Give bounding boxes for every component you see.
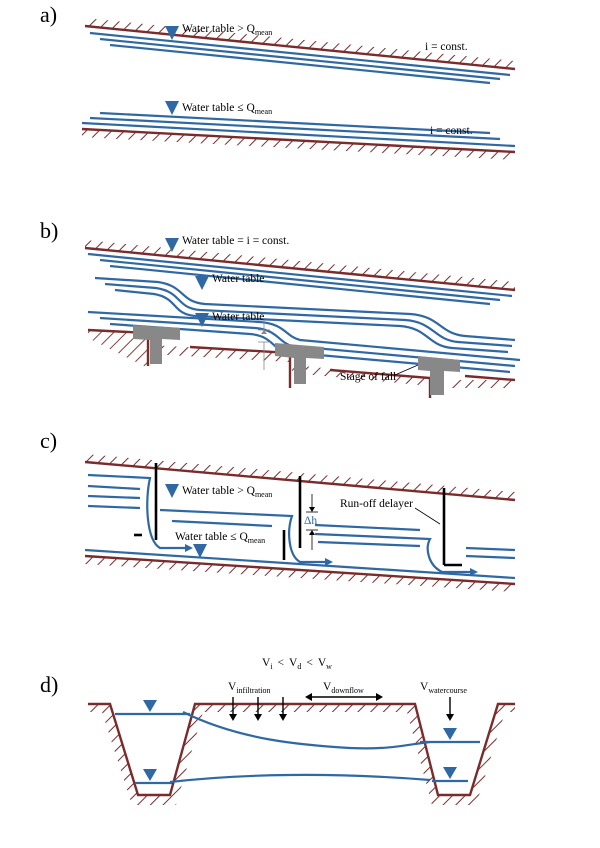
water-level-marker-icon [165,26,179,40]
panel-b-top-water [87,252,513,306]
panel-d-downflow-arrow [305,693,383,701]
panel-label-a: a) [40,2,57,27]
panel-b-stage-label: Stage of fall [340,371,396,383]
water-level-marker-icon [195,276,209,290]
panel-d-ground [88,702,515,805]
panel-d-infiltration-arrows [229,697,287,721]
panel-c-delta-h: Δh [304,515,317,527]
panel-d: d) Vi<Vd<Vw [40,657,515,805]
panel-c: c) [40,428,516,592]
water-level-marker-icon [143,769,157,781]
stage-leader-line [394,364,419,376]
panel-a-upper-water [89,31,511,85]
panel-b-label-2: Water table [212,273,264,285]
panel-b: b) Water table = i = const. Water table … [40,218,521,398]
panel-a-lower-water [81,111,516,148]
panel-b-label-1: Water table = i = const. [182,235,289,247]
panel-d-water-markers [143,700,457,781]
panel-a-lower-ground [81,127,516,160]
panel-c-delta-h-marker [306,494,318,550]
panel-d-watercourse-label: Vwatercourse [420,681,467,695]
panel-b-label-3: Water table [212,311,264,323]
panel-c-flow-arrows [185,544,478,576]
panel-a: a) Water table > Qmean i = const. Water … [40,2,516,160]
panel-a-upper-slope-label: i = const. [425,41,468,53]
panel-label-d: d) [40,672,58,697]
panel-d-downflow-label: Vdownflow [323,681,364,695]
panel-label-c: c) [40,428,57,453]
panel-d-infiltration-label: Vinfiltration [228,681,271,695]
panel-b-middle-water [94,276,516,354]
panel-d-equation: Vi<Vd<Vw [262,657,332,671]
panel-label-b: b) [40,218,58,243]
water-level-marker-icon [165,484,179,498]
water-level-marker-icon [165,101,179,115]
panel-a-upper-label: Water table > Qmean [182,23,272,37]
panel-c-upper-label: Water table > Qmean [182,485,272,499]
panel-b-drop-structures [133,325,460,395]
panel-c-water [87,473,516,574]
panel-a-lower-slope-label: i = const. [430,125,473,137]
panel-d-water [115,711,480,785]
panel-c-delayer-label: Run-off delayer [340,498,413,510]
panel-a-lower-label: Water table ≤ Qmean [182,102,272,116]
panel-b-top-ground [84,240,516,292]
water-level-marker-icon [193,544,207,558]
panel-a-upper-ground [84,18,516,71]
panel-d-watercourse-arrow [446,697,454,721]
water-level-marker-icon [195,313,209,327]
panel-b-dimension [258,320,270,370]
water-level-marker-icon [165,238,179,252]
water-level-marker-icon [443,728,457,740]
delayer-leader-line [414,507,441,525]
panel-c-lower-label: Water table ≤ Qmean [175,531,265,545]
panel-c-delayer-walls [134,463,462,567]
water-level-marker-icon [143,700,157,712]
water-level-marker-icon [443,767,457,779]
panel-c-bottom-ground [84,548,516,592]
